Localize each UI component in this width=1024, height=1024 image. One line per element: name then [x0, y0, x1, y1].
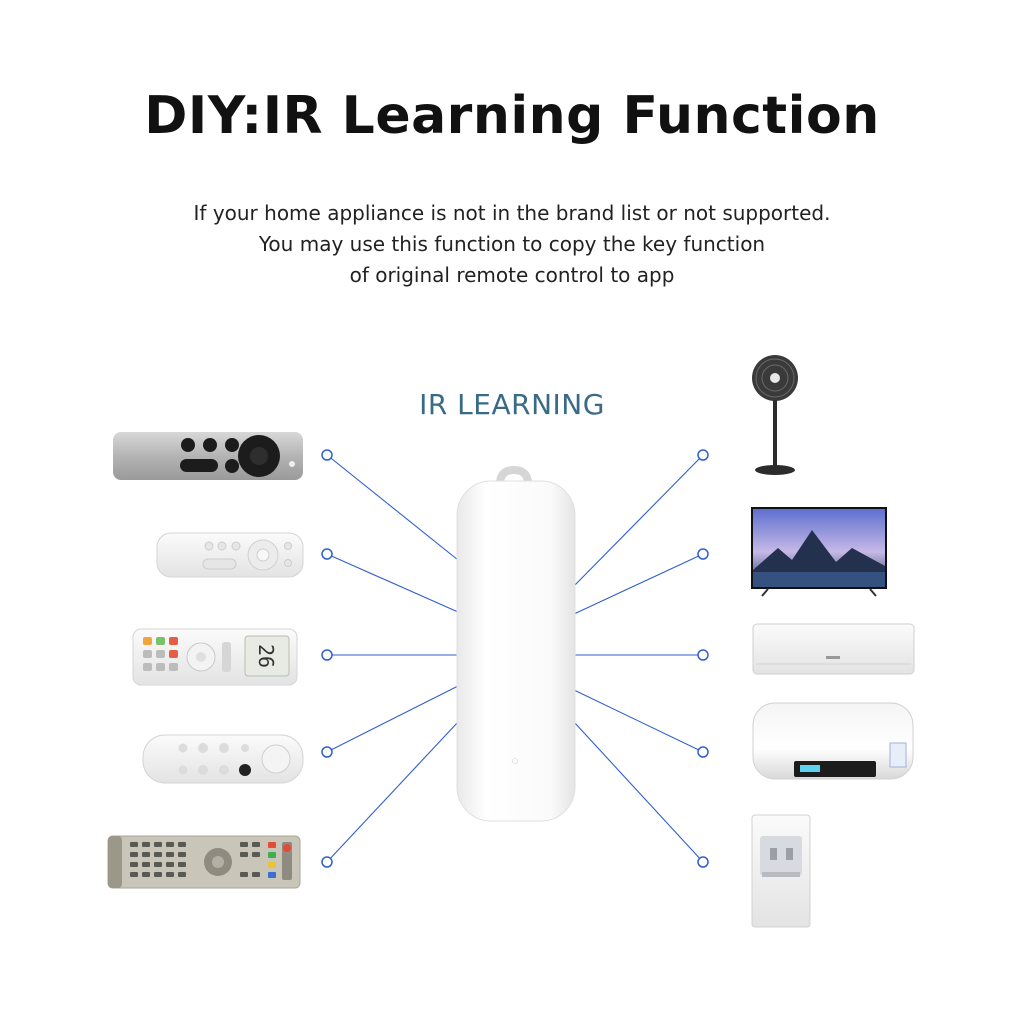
- connector-dot: [321, 746, 333, 758]
- connector-lines: [326, 454, 704, 863]
- connector-dot: [321, 649, 333, 661]
- ir-learning-label: IR LEARNING: [419, 388, 605, 421]
- television: [751, 507, 887, 597]
- water-dispenser: [751, 814, 811, 928]
- description-line-3: of original remote control to app: [349, 263, 675, 287]
- svg-text:26: 26: [254, 644, 278, 668]
- standing-fan: [752, 355, 798, 475]
- streaming-remote-control: [142, 734, 304, 784]
- connector-dot: [697, 449, 709, 461]
- description: If your home appliance is not in the bra…: [0, 198, 1024, 291]
- remote-control-white-oval: [156, 532, 304, 578]
- connector-line: [573, 454, 704, 587]
- connector-dot: [697, 649, 709, 661]
- connector-dot: [321, 548, 333, 560]
- water-heater: [752, 702, 914, 780]
- description-line-1: If your home appliance is not in the bra…: [193, 201, 831, 225]
- description-line-2: You may use this function to copy the ke…: [258, 232, 766, 256]
- ir-hub-device: [456, 465, 576, 822]
- connector-line: [573, 553, 704, 615]
- tv-remote-control: [107, 835, 301, 889]
- remote-control-silver: [113, 432, 303, 480]
- connector-dot: [321, 856, 333, 868]
- connector-line: [326, 553, 459, 613]
- connector-line: [573, 721, 704, 863]
- connector-dot: [697, 746, 709, 758]
- connector-dots: [321, 449, 709, 868]
- connector-line: [326, 454, 459, 561]
- status-led: [512, 758, 518, 764]
- connector-dot: [697, 548, 709, 560]
- page-title: DIY:IR Learning Function: [144, 86, 880, 146]
- air-conditioner: [752, 623, 915, 675]
- connector-line: [326, 721, 459, 863]
- connector-line: [326, 685, 459, 753]
- connector-line: [573, 689, 704, 753]
- connector-dot: [697, 856, 709, 868]
- ac-remote-control: 26: [132, 628, 298, 686]
- connector-dot: [321, 449, 333, 461]
